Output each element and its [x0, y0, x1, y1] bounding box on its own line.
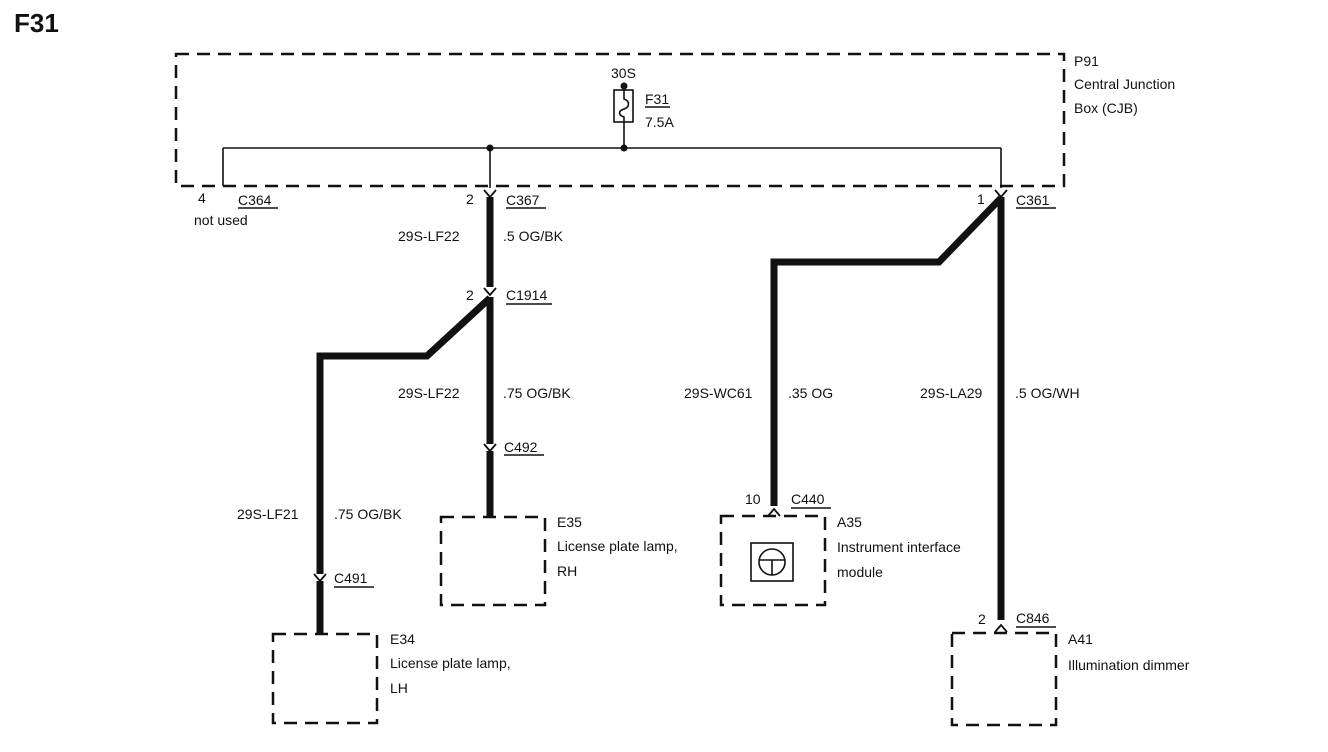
c364-pin: 4: [198, 190, 206, 206]
e35-line1: License plate lamp,: [557, 538, 678, 554]
wire3-spec: .75 OG/BK: [334, 506, 402, 522]
steering-wheel-icon: [758, 548, 786, 576]
c1914-connector: [483, 287, 497, 297]
wire-c361-c440: [770, 195, 1004, 506]
cjb-id: P91: [1074, 53, 1099, 69]
c364-name: C364: [238, 192, 272, 208]
a35-id: A35: [837, 514, 862, 530]
a41-box: [950, 631, 1058, 727]
e34-line1: License plate lamp,: [390, 655, 511, 671]
a41-line1: Illumination dimmer: [1068, 657, 1190, 673]
c846-connector: [994, 623, 1008, 633]
c361-name: C361: [1016, 192, 1050, 208]
wire2-spec: .75 OG/BK: [503, 385, 571, 401]
a35-line2: module: [837, 564, 883, 580]
wire4-circuit: 29S-WC61: [684, 385, 753, 401]
a35-line1: Instrument interface: [837, 539, 961, 555]
bus-node-fuse: [620, 144, 628, 152]
a35-box: [719, 514, 827, 607]
fuse-rating: 7.5A: [645, 114, 674, 130]
cjb-name-line1: Central Junction: [1074, 76, 1175, 92]
c1914-pin: 2: [466, 287, 474, 303]
fuse-id: F31: [645, 91, 669, 107]
c440-pin: 10: [745, 491, 761, 507]
cjb-box: [174, 52, 1066, 188]
c492-name: C492: [504, 439, 538, 455]
cjb-name-line2: Box (CJB): [1074, 100, 1138, 116]
wire5-circuit: 29S-LA29: [920, 385, 982, 401]
c367-connector: [483, 189, 497, 199]
wire1-circuit: 29S-LF22: [398, 228, 460, 244]
c364-note: not used: [194, 212, 248, 228]
c367-name: C367: [506, 192, 540, 208]
c491-name: C491: [334, 570, 368, 586]
c367-pin: 2: [466, 191, 474, 207]
c492-connector: [483, 443, 497, 453]
c361-connector: [994, 189, 1008, 199]
e34-box: [271, 632, 379, 725]
c846-pin: 2: [978, 611, 986, 627]
c846-name: C846: [1016, 610, 1050, 626]
wire4-spec: .35 OG: [788, 385, 833, 401]
e35-line2: RH: [557, 563, 577, 579]
e35-id: E35: [557, 514, 582, 530]
wire5-spec: .5 OG/WH: [1015, 385, 1080, 401]
wire3-circuit: 29S-LF21: [237, 506, 299, 522]
c440-connector: [767, 507, 781, 517]
fuse-supply-label: 30S: [611, 65, 636, 81]
e35-box: [439, 515, 547, 607]
wire1-spec: .5 OG/BK: [503, 228, 564, 244]
e34-line2: LH: [390, 680, 408, 696]
wire2-circuit: 29S-LF22: [398, 385, 460, 401]
c440-name: C440: [791, 491, 825, 507]
a41-id: A41: [1068, 631, 1093, 647]
c491-connector: [313, 573, 327, 583]
c361-pin: 1: [977, 191, 985, 207]
module-icon-frame: [750, 542, 794, 582]
page-label: F31: [14, 8, 59, 38]
wire-c1914-c491: [316, 295, 493, 574]
c1914-name: C1914: [506, 287, 547, 303]
fuse-element: [618, 90, 630, 122]
e34-id: E34: [390, 631, 415, 647]
